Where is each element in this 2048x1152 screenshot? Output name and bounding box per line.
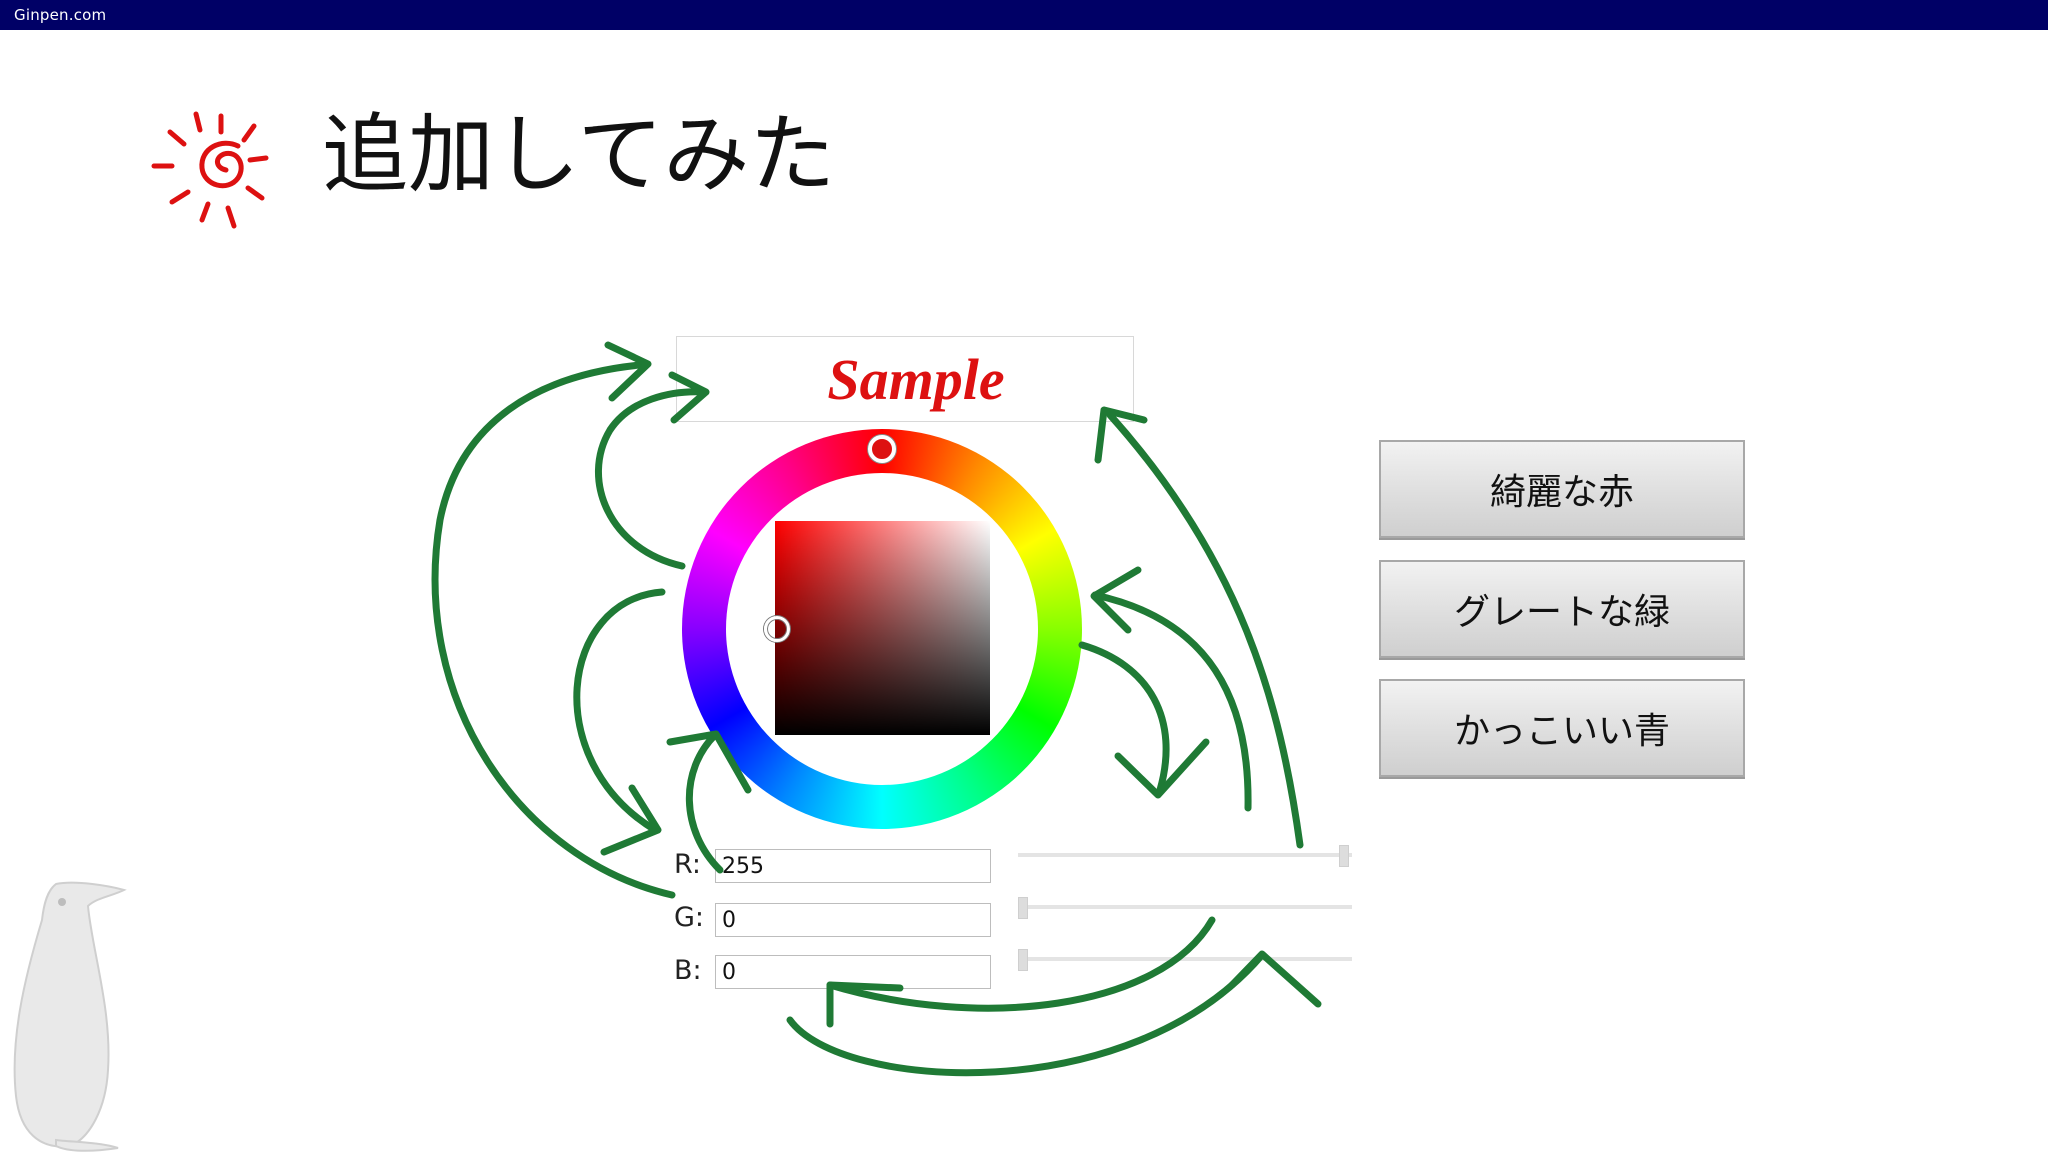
g-label: G: <box>674 902 705 933</box>
slide-title: 追加してみた <box>322 105 836 205</box>
sample-preview: Sample <box>676 336 1134 422</box>
g-slider-thumb[interactable] <box>1018 897 1028 919</box>
r-label: R: <box>674 849 702 880</box>
preset-red-button[interactable]: 綺麗な赤 <box>1379 440 1745 538</box>
g-input[interactable]: 0 <box>715 903 991 937</box>
sample-text: Sample <box>827 346 1005 412</box>
b-slider-track[interactable] <box>1018 957 1352 961</box>
sun-icon <box>151 111 269 229</box>
r-slider-thumb[interactable] <box>1339 845 1349 867</box>
r-slider-track[interactable] <box>1018 853 1352 857</box>
penguin-icon <box>13 881 127 1152</box>
b-input[interactable]: 0 <box>715 955 991 989</box>
preset-blue-button[interactable]: かっこいい青 <box>1379 679 1745 777</box>
saturation-value-square[interactable] <box>775 521 990 735</box>
top-bar: Ginpen.com <box>0 0 2048 30</box>
site-name: Ginpen.com <box>14 6 107 24</box>
preset-green-button[interactable]: グレートな緑 <box>1379 560 1745 658</box>
r-input[interactable]: 255 <box>715 849 991 883</box>
hue-handle[interactable] <box>868 435 896 463</box>
b-slider-thumb[interactable] <box>1018 949 1028 971</box>
b-label: B: <box>674 955 702 986</box>
saturation-handle[interactable] <box>764 616 790 642</box>
g-slider-track[interactable] <box>1018 905 1352 909</box>
